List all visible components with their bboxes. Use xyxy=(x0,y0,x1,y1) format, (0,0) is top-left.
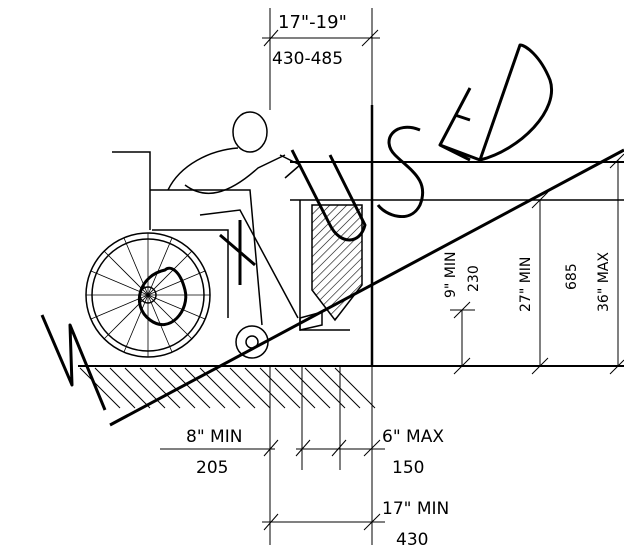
top-dimension-inches: 17"-19" xyxy=(278,12,347,33)
toe-depth-mm: 150 xyxy=(392,458,424,478)
knee-depth-inches: 8" MIN xyxy=(186,427,242,447)
max-height-inches: 36" MAX xyxy=(596,252,612,312)
head-icon xyxy=(232,111,268,153)
depth-mm: 430 xyxy=(396,530,428,550)
not-used-stamp xyxy=(40,43,553,411)
toe-depth-inches: 6" MAX xyxy=(382,427,444,447)
toe-height-mm: 230 xyxy=(466,265,482,292)
depth-inches: 17" MIN xyxy=(382,499,449,519)
top-dimension-mm: 430-485 xyxy=(272,49,343,69)
strike-line xyxy=(109,148,624,427)
floor-hatching xyxy=(79,367,376,409)
floor xyxy=(78,365,624,409)
dimension-lines xyxy=(160,8,624,545)
knee-depth-mm: 205 xyxy=(196,458,228,478)
knee-height-inches: 27" MIN xyxy=(518,257,534,312)
knee-height-mm: 685 xyxy=(564,263,580,290)
wheelchair-user-figure xyxy=(85,111,323,359)
toe-height-inches: 9" MIN xyxy=(443,252,459,298)
